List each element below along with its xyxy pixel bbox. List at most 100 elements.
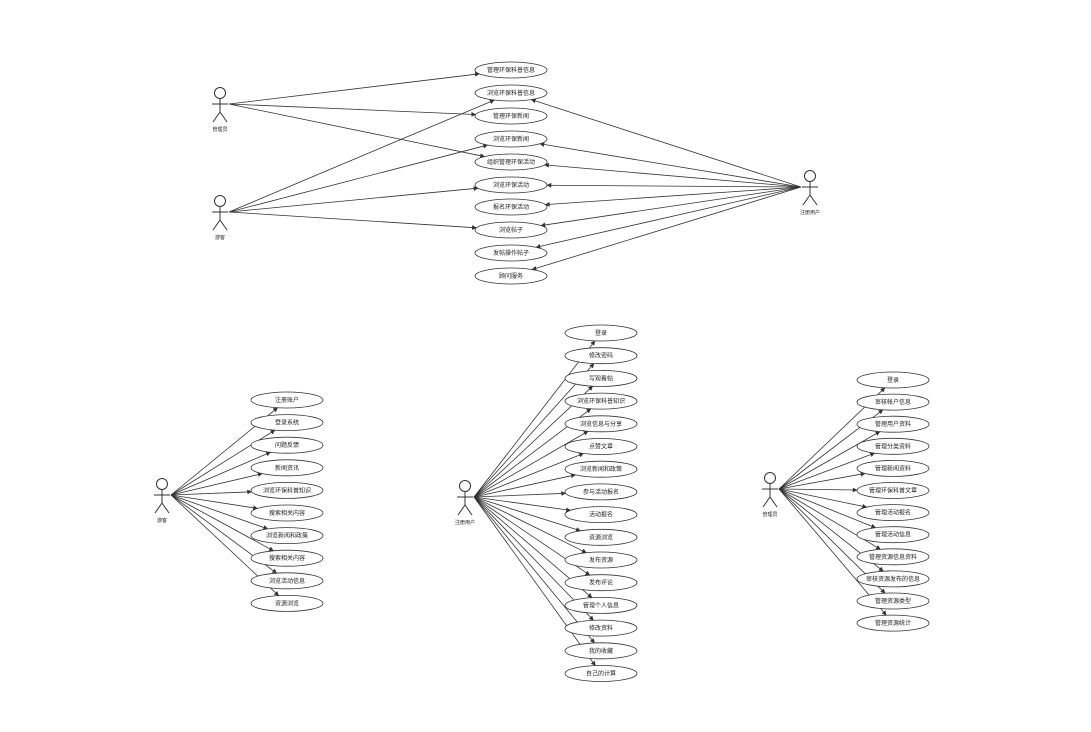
actor-m[interactable]: 管理员 [762, 472, 778, 519]
actor-g[interactable]: 游客 [154, 478, 170, 525]
use-case-u5[interactable]: 组织管理环保活动 [474, 153, 548, 171]
use-case-m10[interactable]: 审核资源发布的信息 [856, 570, 930, 588]
use-case-m2[interactable]: 审核帐户信息 [856, 393, 930, 411]
use-case-m11[interactable]: 管理资源类型 [856, 592, 930, 610]
association-line [546, 182, 802, 188]
use-case-u2[interactable]: 浏览环保科普信息 [474, 84, 548, 102]
use-case-ellipse [856, 526, 930, 544]
use-case-u4[interactable]: 浏览环保新闻 [474, 130, 548, 148]
use-case-u1[interactable]: 管理环保科普信息 [474, 61, 548, 79]
use-case-r12[interactable]: 发布评论 [564, 574, 638, 592]
use-case-r1[interactable]: 登录 [564, 324, 638, 342]
use-case-r3[interactable]: 写观看帖 [564, 369, 638, 387]
use-case-ellipse [250, 549, 324, 567]
association-line [778, 488, 881, 550]
use-case-label: 问题反馈 [275, 441, 299, 449]
use-case-r2[interactable]: 修改密码 [564, 347, 638, 365]
use-case-ellipse [856, 415, 930, 433]
association-line [473, 496, 571, 513]
actor-r[interactable]: 注册用户 [455, 480, 475, 527]
use-case-r8[interactable]: 参与活动报名 [564, 483, 638, 501]
association-line [473, 452, 584, 498]
use-case-label: 浏览活动信息 [269, 577, 305, 585]
use-case-ellipse [474, 198, 548, 216]
association-line [473, 496, 595, 644]
use-case-r10[interactable]: 资源浏览 [564, 528, 638, 546]
actor-label: 管理员 [762, 511, 777, 518]
actor-a2[interactable]: 游客 [212, 195, 228, 242]
use-case-ellipse [250, 481, 324, 499]
use-case-r7[interactable]: 浏览新闻和政策 [564, 460, 638, 478]
association-line [473, 340, 596, 498]
use-case-label: 浏览环保科普信息 [487, 89, 535, 97]
use-case-ellipse [250, 414, 324, 432]
use-case-r14[interactable]: 修改资料 [564, 619, 638, 637]
use-case-label: 管理活动信息 [875, 531, 911, 539]
use-case-label: 登录 [887, 376, 899, 384]
use-case-m3[interactable]: 管理用户资料 [856, 415, 930, 433]
use-case-label: 新闻资讯 [275, 464, 299, 472]
use-case-label: 注册账户 [275, 396, 299, 404]
association-line [228, 143, 489, 213]
use-case-g4[interactable]: 新闻资讯 [250, 459, 324, 477]
use-case-m7[interactable]: 管理活动报名 [856, 504, 930, 521]
association-line [170, 494, 258, 511]
use-case-g8[interactable]: 搜索相关内容 [250, 549, 324, 567]
association-line [778, 452, 876, 490]
use-case-ellipse [564, 528, 638, 546]
use-case-m12[interactable]: 管理资源统计 [856, 614, 930, 632]
use-case-g3[interactable]: 问题反馈 [250, 436, 324, 454]
use-case-label: 报名环保活动 [493, 203, 529, 211]
use-case-m9[interactable]: 管理资源信息资料 [856, 548, 930, 566]
use-case-label: 活动报名 [589, 511, 613, 519]
use-case-g6[interactable]: 搜索相关内容 [250, 504, 324, 522]
use-case-r16[interactable]: 自己的计算 [564, 665, 638, 682]
association-line [473, 496, 581, 532]
use-case-u9[interactable]: 发帖操作帖子 [474, 244, 548, 262]
association-line [544, 186, 802, 207]
use-case-m5[interactable]: 管理新闻资料 [856, 459, 930, 477]
use-case-ellipse [564, 597, 638, 614]
use-case-r5[interactable]: 浏览信息与分享 [564, 415, 638, 433]
use-case-u8[interactable]: 浏览帖子 [474, 221, 548, 239]
association-line [228, 186, 479, 213]
use-case-ellipse [474, 153, 548, 171]
use-case-label: 管理个人信息 [583, 601, 619, 609]
use-case-r6[interactable]: 点赞文章 [564, 438, 638, 455]
use-case-g9[interactable]: 浏览活动信息 [250, 572, 324, 590]
use-case-r9[interactable]: 活动报名 [564, 506, 638, 523]
use-case-label: 审核帐户信息 [875, 398, 911, 406]
use-case-ellipse [564, 483, 638, 501]
use-case-m8[interactable]: 管理活动信息 [856, 526, 930, 544]
use-case-m1[interactable]: 登录 [856, 371, 930, 389]
use-case-ellipse [564, 369, 638, 387]
association-line [170, 489, 253, 496]
use-case-r15[interactable]: 我的收藏 [564, 642, 638, 660]
use-case-u10[interactable]: 顾问服务 [474, 267, 548, 285]
association-line [228, 103, 486, 159]
use-case-g10[interactable]: 资源浏览 [250, 595, 324, 612]
use-case-m4[interactable]: 管理分类资料 [856, 437, 930, 455]
actor-a3[interactable]: 注册用户 [800, 170, 820, 217]
use-case-g1[interactable]: 注册账户 [250, 391, 324, 409]
use-case-label: 写观看帖 [589, 374, 613, 382]
use-case-r4[interactable]: 浏览环保科普知识 [564, 392, 638, 410]
use-case-label: 组织管理环保活动 [487, 158, 535, 166]
use-case-ellipse [856, 371, 930, 389]
association-line [473, 473, 576, 498]
use-case-u7[interactable]: 报名环保活动 [474, 198, 548, 216]
use-case-r13[interactable]: 管理个人信息 [564, 597, 638, 614]
actor-a1[interactable]: 管理员 [212, 87, 228, 134]
use-case-r11[interactable]: 发布资源 [564, 551, 638, 569]
use-case-g5[interactable]: 浏览环保科普知识 [250, 481, 324, 499]
use-case-m6[interactable]: 管理环保科普文章 [856, 482, 930, 499]
use-case-g7[interactable]: 浏览新闻和政策 [250, 527, 324, 544]
association-line [540, 186, 802, 228]
use-case-ellipse [564, 460, 638, 478]
use-case-ellipse [474, 61, 548, 79]
use-case-u6[interactable]: 浏览环保活动 [474, 176, 548, 194]
use-case-g2[interactable]: 登录系统 [250, 414, 324, 432]
use-case-ellipse [564, 551, 638, 569]
use-case-u3[interactable]: 管理环保新闻 [474, 107, 548, 125]
